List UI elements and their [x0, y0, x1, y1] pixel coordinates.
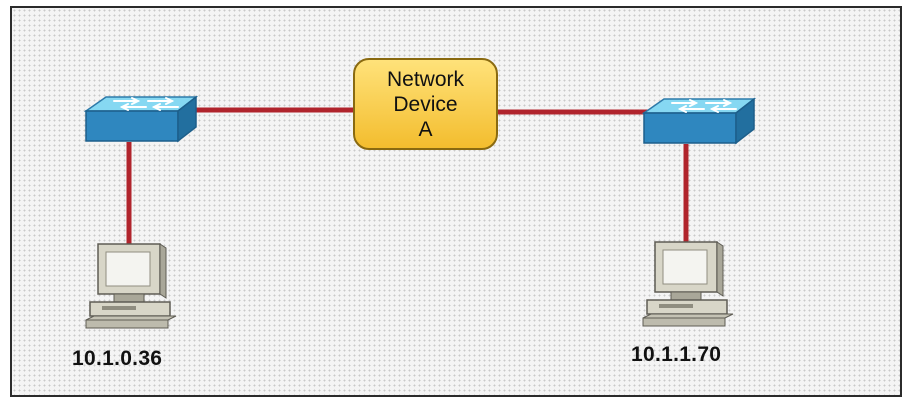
device-label-line-3: A [418, 117, 433, 141]
computer-icon [642, 241, 734, 327]
device-label-line-2: Device [393, 92, 458, 116]
left-host-ip-label: 10.1.0.36 [72, 347, 163, 370]
device-label-line-1: Network [386, 67, 465, 91]
switch-icon [641, 97, 757, 145]
network-device-a: Network Device A [353, 58, 498, 150]
network-links [126, 107, 689, 246]
right-host-ip-label: 10.1.1.70 [631, 343, 722, 366]
computer-icon [85, 243, 177, 329]
switch-icon [83, 95, 199, 143]
